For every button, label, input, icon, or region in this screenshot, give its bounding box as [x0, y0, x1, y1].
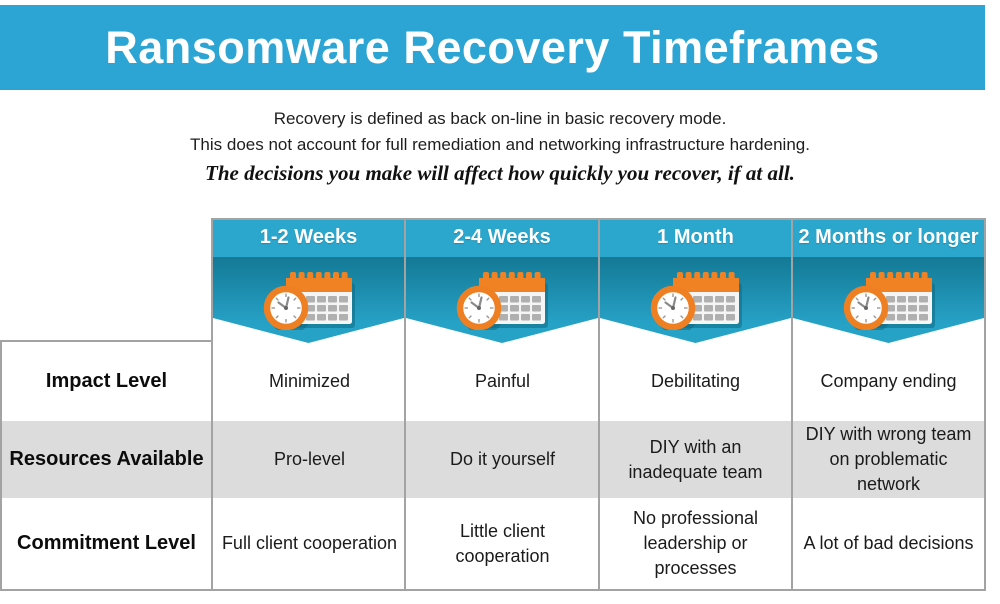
- table-cell: Little client cooperation: [455, 520, 550, 566]
- table-row-impact-level: Impact Level Minimized Painful Debilitat…: [0, 342, 986, 421]
- table-cell: Debilitating: [650, 371, 741, 391]
- grid-line-left: [0, 340, 2, 591]
- table-row-resources-available: Resources Available Pro-level Do it your…: [0, 421, 986, 498]
- column-header-icon-area: [793, 257, 984, 343]
- grid-line-vertical-right: [984, 218, 986, 591]
- intro-line-3: The decisions you make will affect how q…: [205, 161, 795, 185]
- column-header-label: 2-4 Weeks: [406, 218, 598, 257]
- row-label: Resources Available: [9, 448, 204, 470]
- table-row-commitment-level: Commitment Level Full client cooperation…: [0, 498, 986, 589]
- grid-line-vertical-1: [211, 218, 213, 591]
- intro-line-2: This does not account for full remediati…: [190, 135, 810, 154]
- table-cell: Minimized: [268, 371, 351, 391]
- title-banner: Ransomware Recovery Timeframes: [0, 5, 985, 90]
- calendar-clock-icon: [839, 264, 939, 330]
- table-cell: Company ending: [820, 371, 957, 391]
- table-cell: Full client cooperation: [221, 533, 398, 553]
- row-label: Impact Level: [45, 370, 168, 392]
- column-header-2-months-or-longer: 2 Months or longer: [793, 218, 984, 343]
- grid-line-vertical-4: [791, 218, 793, 591]
- column-header-icon-area: [406, 257, 598, 343]
- calendar-clock-icon: [646, 264, 746, 330]
- intro-text: Recovery is defined as back on-line in b…: [0, 106, 1000, 188]
- grid-line-vertical-3: [598, 218, 600, 591]
- page-title: Ransomware Recovery Timeframes: [105, 21, 880, 73]
- column-header-label: 1-2 Weeks: [213, 218, 404, 257]
- table-cell: Pro-level: [273, 449, 346, 469]
- intro-line-1: Recovery is defined as back on-line in b…: [273, 109, 727, 128]
- calendar-clock-icon: [452, 264, 552, 330]
- grid-line-bottom: [0, 589, 986, 591]
- column-header-1-2-weeks: 1-2 Weeks: [213, 218, 404, 343]
- table-cell: DIY with wrong team on problematic netwo…: [805, 424, 972, 494]
- table-cell: DIY with an inadequate team: [628, 436, 763, 482]
- calendar-clock-icon: [259, 264, 359, 330]
- table-cell: Painful: [474, 371, 531, 391]
- column-header-label: 1 Month: [600, 218, 791, 257]
- alternate-row-background: [0, 421, 986, 498]
- grid-line-label-top: [0, 340, 213, 342]
- column-header-1-month: 1 Month: [600, 218, 791, 343]
- column-header-label: 2 Months or longer: [793, 218, 984, 257]
- grid-line-vertical-2: [404, 218, 406, 591]
- column-header-icon-area: [213, 257, 404, 343]
- column-header-2-4-weeks: 2-4 Weeks: [406, 218, 598, 343]
- table-cell: No professional leadership or processes: [632, 508, 759, 578]
- column-header-icon-area: [600, 257, 791, 343]
- row-label: Commitment Level: [17, 532, 196, 554]
- table-cell: A lot of bad decisions: [803, 533, 974, 553]
- grid-line-top: [211, 218, 986, 220]
- table-cell: Do it yourself: [449, 449, 556, 469]
